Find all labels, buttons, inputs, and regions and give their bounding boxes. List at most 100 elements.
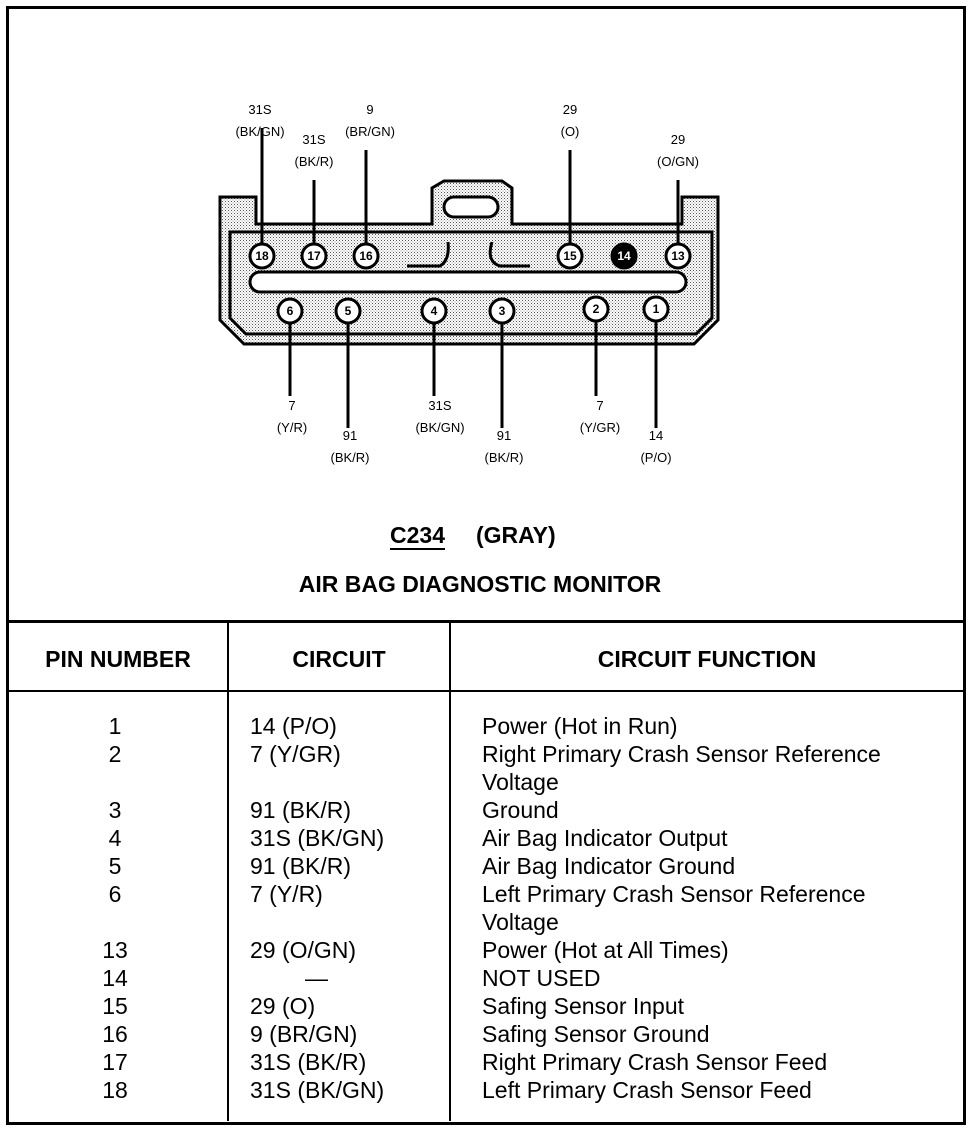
header-circuit-function: CIRCUIT FUNCTION	[597, 646, 817, 672]
header-circuit: CIRCUIT	[292, 646, 386, 672]
connector-id: C234	[390, 522, 445, 550]
cell-circuit: 31S (BK/R)	[250, 1049, 367, 1075]
pin-circuit-label: 31S	[302, 132, 325, 147]
connector-pin-13: 13 29 (O/GN)	[657, 132, 699, 270]
key-mark-right	[488, 241, 530, 268]
cell-pin-number: 16	[102, 1021, 128, 1047]
connector-pin-16: 16 9 (BR/GN)	[345, 102, 395, 270]
cell-circuit: 91 (BK/R)	[250, 853, 351, 879]
cell-circuit-function: Ground	[482, 797, 559, 823]
cell-pin-number: 1	[108, 713, 122, 739]
cell-circuit-function: Left Primary Crash Sensor Reference	[482, 881, 866, 907]
cell-circuit-function: NOT USED	[482, 965, 601, 991]
cell-circuit: 14 (P/O)	[250, 713, 337, 739]
pin-circuit-label: 91	[497, 428, 511, 443]
cell-circuit: —	[305, 965, 328, 991]
pin-number-label: 1	[653, 302, 660, 316]
cell-circuit-function: Voltage	[482, 769, 559, 795]
pin-number-label: 6	[287, 304, 294, 318]
pin-wire-color-label: (BK/GN)	[235, 124, 284, 139]
pin-wire-color-label: (BR/GN)	[345, 124, 395, 139]
pin-number-label: 2	[593, 302, 600, 316]
table-column-rule	[449, 620, 451, 1121]
cell-pin-number: 17	[102, 1049, 128, 1075]
latch-slot	[442, 195, 500, 219]
pin-circuit-label: 29	[563, 102, 577, 117]
cell-circuit-function: Air Bag Indicator Output	[482, 825, 728, 851]
pin-circuit-label: 7	[596, 398, 603, 413]
cell-circuit-function: Safing Sensor Ground	[482, 1021, 710, 1047]
cell-pin-number: 6	[108, 881, 122, 907]
connector-color: (GRAY)	[476, 522, 556, 548]
cell-circuit-function: Safing Sensor Input	[482, 993, 685, 1019]
connector-pin-1: 1 14 (P/O)	[640, 295, 672, 465]
pin-wire-color-label: (BK/GN)	[415, 420, 464, 435]
cell-circuit: 31S (BK/GN)	[250, 825, 385, 851]
pin-circuit-label: 9	[366, 102, 373, 117]
pin-wire-color-label: (BK/R)	[331, 450, 370, 465]
pin-wire-color-label: (BK/R)	[485, 450, 524, 465]
connector-pin-18: 18 31S (BK/GN)	[235, 102, 285, 270]
cell-circuit-function: Left Primary Crash Sensor Feed	[482, 1077, 812, 1103]
cell-circuit: 29 (O)	[250, 993, 316, 1019]
cell-pin-number: 18	[102, 1077, 128, 1103]
cell-pin-number: 13	[102, 937, 128, 963]
pin-wire-color-label: (P/O)	[640, 450, 671, 465]
diagram-frame	[6, 6, 966, 1125]
table-column-rule	[227, 620, 229, 1121]
divider-bar	[248, 270, 688, 294]
pin-wire-color-label: (Y/GR)	[580, 420, 620, 435]
cell-circuit: 9 (BR/GN)	[250, 1021, 358, 1047]
cell-circuit-function: Right Primary Crash Sensor Reference	[482, 741, 881, 767]
pin-circuit-label: 29	[671, 132, 685, 147]
cell-circuit-function: Voltage	[482, 909, 559, 935]
pin-circuit-label: 14	[649, 428, 663, 443]
cell-circuit: 7 (Y/GR)	[250, 741, 341, 767]
pin-circuit-label: 7	[288, 398, 295, 413]
pin-number-label: 14	[617, 249, 631, 263]
cell-circuit: 91 (BK/R)	[250, 797, 351, 823]
pin-wire-color-label: (O)	[561, 124, 580, 139]
cell-circuit-function: Air Bag Indicator Ground	[482, 853, 736, 879]
connector-title: AIR BAG DIAGNOSTIC MONITOR	[298, 571, 662, 597]
connector-pin-5: 5 91 (BK/R)	[331, 297, 370, 465]
cell-circuit-function: Power (Hot in Run)	[482, 713, 678, 739]
table-header-rule	[9, 690, 963, 692]
connector-diagram: 1831S(BK/GN)1731S(BK/R)169(BR/GN)1529(O)…	[218, 102, 720, 465]
connector-pin-2: 2 7 (Y/GR)	[580, 295, 620, 435]
table-top-rule	[9, 620, 963, 623]
pin-number-label: 3	[499, 304, 506, 318]
connector-pin-6: 6 7 (Y/R)	[276, 297, 307, 435]
cell-circuit-function: Right Primary Crash Sensor Feed	[482, 1049, 828, 1075]
cell-pin-number: 3	[108, 797, 122, 823]
pin-number-label: 5	[345, 304, 352, 318]
cell-pin-number: 15	[102, 993, 128, 1019]
pin-circuit-label: 31S	[428, 398, 451, 413]
pin-number-label: 18	[255, 249, 269, 263]
cell-circuit-function: Power (Hot at All Times)	[482, 937, 729, 963]
pin-number-label: 4	[431, 304, 438, 318]
cell-circuit: 31S (BK/GN)	[250, 1077, 385, 1103]
connector-pin-3: 3 91 (BK/R)	[485, 297, 524, 465]
pin-number-label: 15	[563, 249, 577, 263]
key-mark-left	[407, 241, 450, 268]
connector-pin-14: 14	[610, 242, 638, 270]
cell-circuit: 29 (O/GN)	[250, 937, 357, 963]
pin-wire-color-label: (Y/R)	[277, 420, 307, 435]
connector-pin-15: 15 29 (O)	[556, 102, 584, 270]
cell-pin-number: 14	[102, 965, 128, 991]
pin-number-label: 16	[359, 249, 373, 263]
pin-circuit-label: 91	[343, 428, 357, 443]
header-pin-number: PIN NUMBER	[45, 646, 191, 672]
pin-wire-color-label: (O/GN)	[657, 154, 699, 169]
cell-circuit: 7 (Y/R)	[250, 881, 323, 907]
pin-wire-color-label: (BK/R)	[295, 154, 334, 169]
connector-pin-17: 17 31S (BK/R)	[295, 132, 334, 270]
connector-pin-4: 4 31S (BK/GN)	[415, 297, 465, 435]
pin-circuit-label: 31S	[248, 102, 271, 117]
pin-number-label: 17	[307, 249, 321, 263]
cell-pin-number: 2	[108, 741, 122, 767]
cell-pin-number: 4	[108, 825, 122, 851]
cell-pin-number: 5	[108, 853, 122, 879]
pin-number-label: 13	[671, 249, 685, 263]
